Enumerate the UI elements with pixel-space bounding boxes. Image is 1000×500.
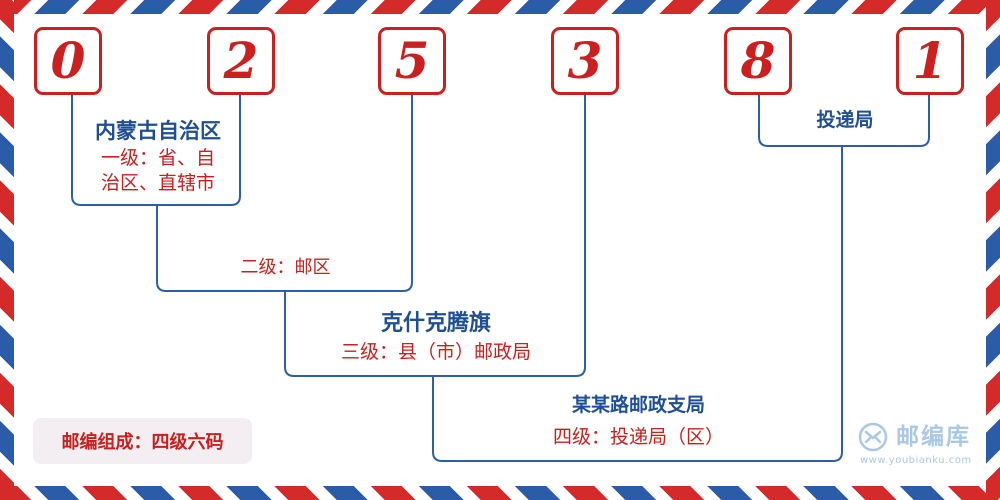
delivery-bracket <box>758 95 930 147</box>
postcode-digit-5: 8 <box>724 27 792 95</box>
postcode-digit-4: 3 <box>551 27 619 95</box>
postcode-digit-6: 1 <box>896 27 964 95</box>
legend-badge: 邮编组成：四级六码 <box>33 418 252 464</box>
level4-bracket <box>432 146 843 462</box>
airmail-border-bottom <box>0 486 1000 500</box>
airmail-border-left <box>0 0 14 500</box>
brand-url: www.youbianku.com <box>860 455 972 466</box>
airmail-border-top <box>0 0 1000 14</box>
postcode-digit-3: 5 <box>378 27 446 95</box>
postcode-digit-1: 0 <box>34 27 102 95</box>
postcode-digit-2: 2 <box>207 27 275 95</box>
brand-name: 邮编库 <box>896 424 971 450</box>
delivery-office-label: 投递局 <box>816 109 874 131</box>
level3-desc: 三级：县（市）邮政局 <box>340 341 531 363</box>
level4-region: 某某路邮政支局 <box>571 394 705 416</box>
level1-desc-line1: 一级：省、自 <box>100 147 215 169</box>
level3-region: 克什克腾旗 <box>380 311 491 336</box>
airmail-border-right <box>986 0 1000 500</box>
level4-desc: 四级：投递局（区） <box>552 426 724 448</box>
level1-region: 内蒙古自治区 <box>95 119 221 143</box>
envelope-icon <box>858 422 888 452</box>
level3-bracket <box>284 95 586 377</box>
level2-desc: 二级：邮区 <box>240 257 331 278</box>
level1-desc-line2: 治区、直辖市 <box>100 172 215 194</box>
brand-watermark: 邮编库 www.youbianku.com <box>858 422 980 468</box>
